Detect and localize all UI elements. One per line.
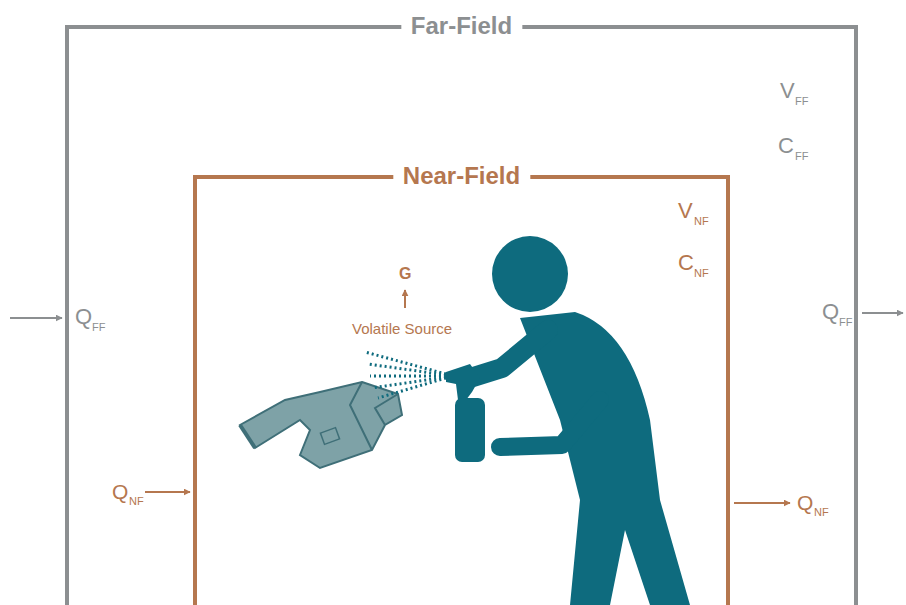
generation-arrow (404, 290, 406, 308)
jacket-cuff (240, 425, 255, 448)
subscript-label: NF (129, 496, 144, 507)
subscript-label: FF (839, 317, 852, 328)
variable-label: V (780, 80, 795, 102)
spray-mist (368, 364, 446, 375)
flow-arrow (145, 491, 190, 493)
spray-bottle (446, 364, 480, 400)
zone-title: Near-Field (393, 161, 530, 191)
subscript-label: NF (694, 216, 709, 227)
subscript-label: NF (694, 268, 709, 279)
variable-label: C (778, 135, 794, 157)
jacket (240, 382, 402, 468)
variable-label: Volatile Source (352, 321, 452, 336)
variable-label: Q (112, 481, 128, 502)
far-field-zone: Far-FieldNear-Field (65, 25, 858, 605)
zone-title: Far-Field (401, 11, 522, 41)
flow-arrow (10, 317, 62, 319)
variable-label: Q (822, 301, 839, 323)
variable-label: V (678, 200, 693, 222)
jacket-pocket (320, 428, 339, 445)
subscript-label: FF (92, 322, 105, 333)
flow-arrow (862, 312, 903, 314)
jacket-detail (350, 382, 372, 450)
subscript-label: NF (814, 507, 829, 518)
flow-arrow (734, 502, 790, 504)
spray-bottle (455, 398, 485, 462)
subscript-label: FF (795, 96, 808, 107)
person-arm (470, 330, 548, 378)
subscript-label: FF (795, 151, 808, 162)
person-arm (500, 400, 600, 447)
spray-mist (365, 352, 446, 398)
variable-label: C (678, 252, 694, 274)
person-body (520, 312, 690, 605)
person-head (492, 236, 568, 312)
variable-label: Q (797, 492, 813, 513)
spray-mist (365, 352, 446, 374)
variable-label: Q (75, 306, 92, 328)
spray-mist (378, 378, 446, 398)
variable-label: G (399, 266, 411, 282)
spray-mist (370, 375, 446, 378)
